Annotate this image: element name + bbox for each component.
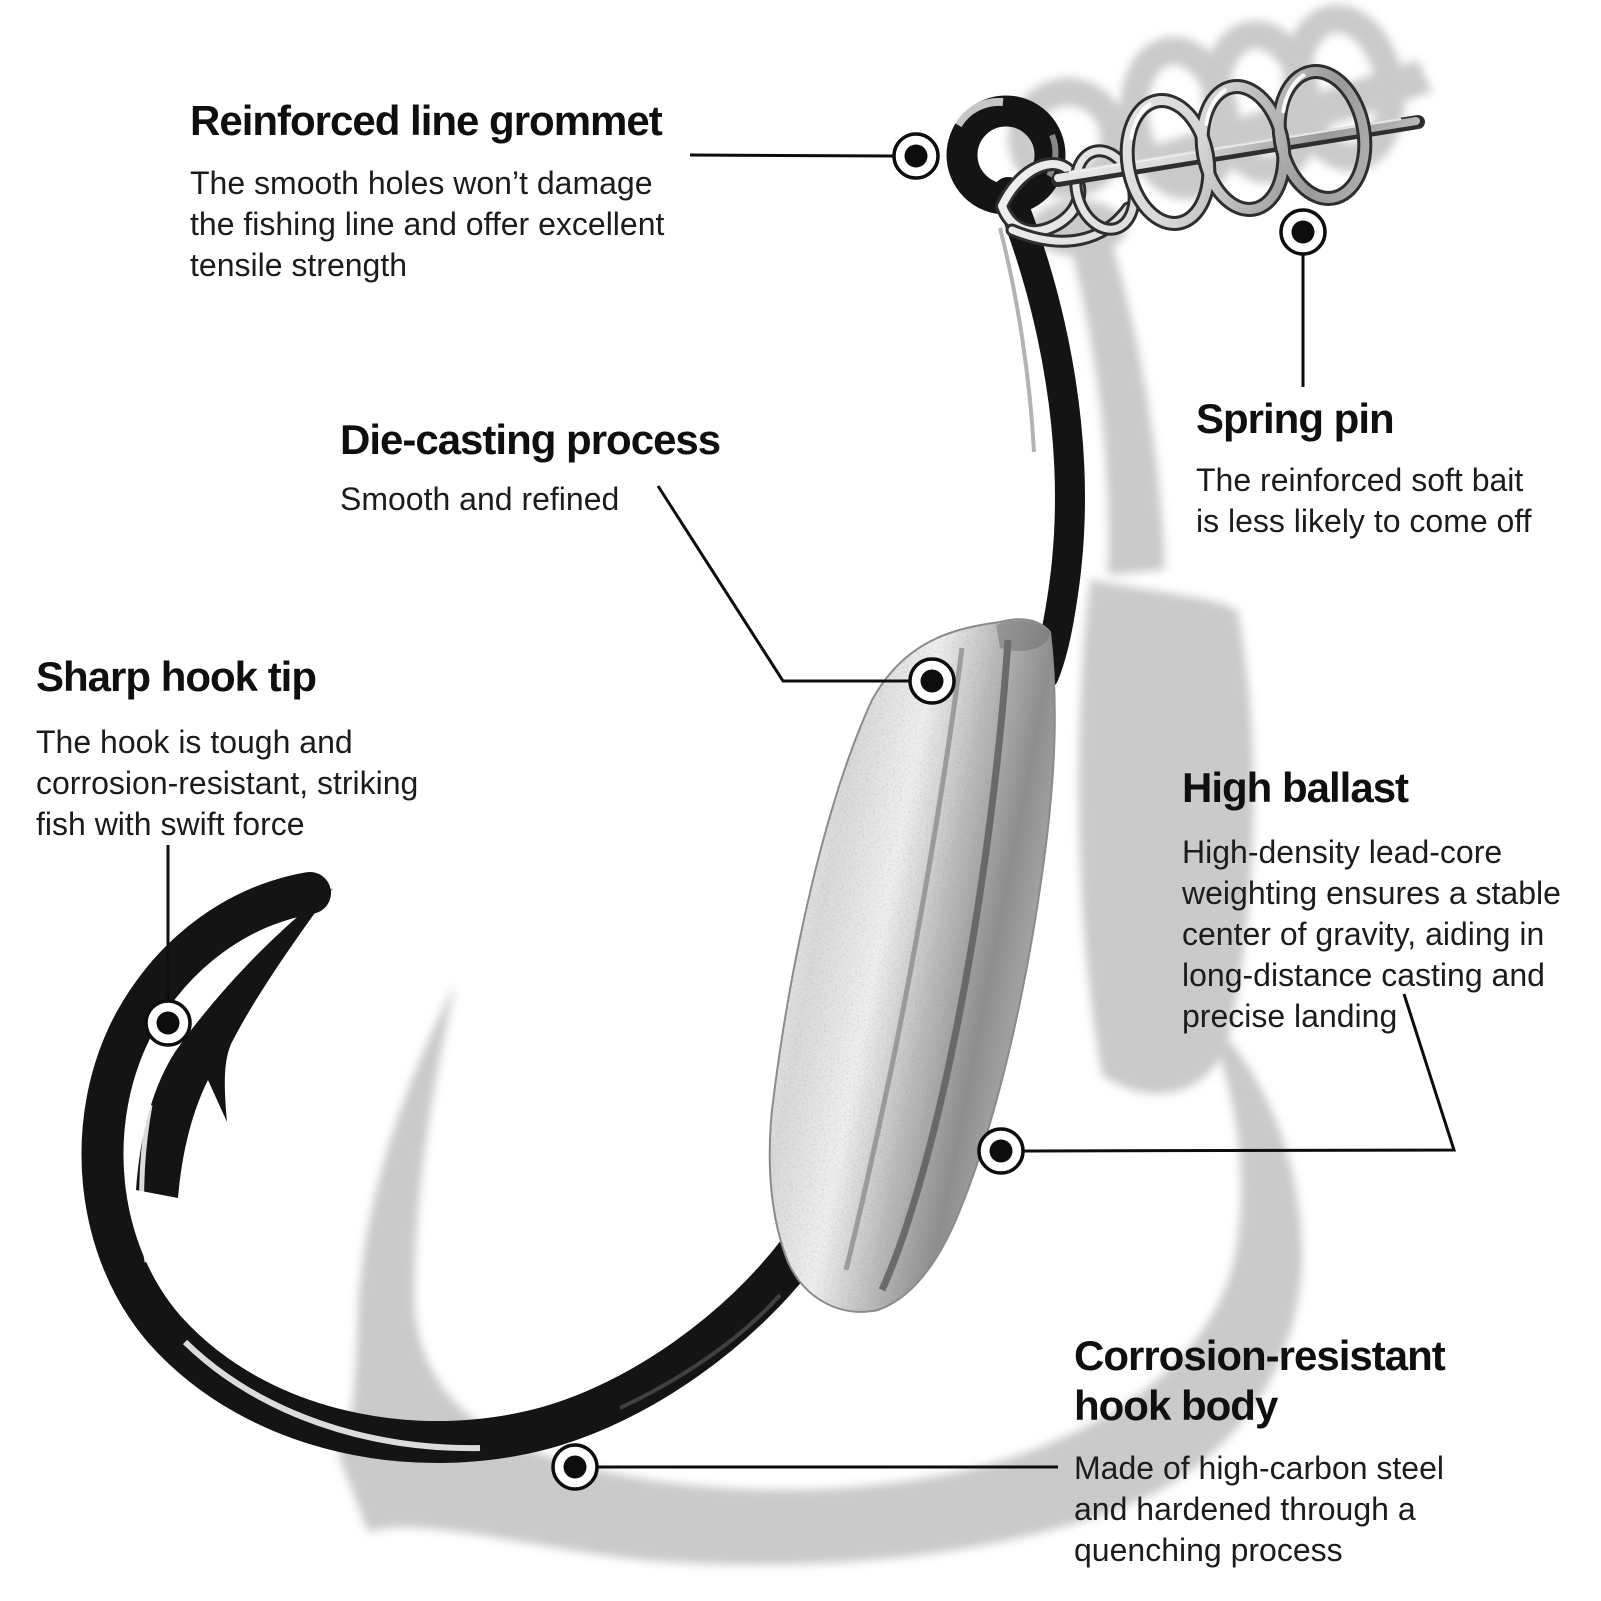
eye-highlight xyxy=(954,97,1004,128)
callout-dot-spring-pin xyxy=(1279,208,1327,256)
weight-ridge xyxy=(843,647,965,1271)
hook-shank xyxy=(993,177,1085,690)
callout-description: The reinforced soft bait is less likely … xyxy=(1196,462,1532,539)
callout-dot-die-casting xyxy=(908,657,956,705)
callout-dots xyxy=(144,132,1327,1491)
callout-die-casting-process: Die-casting process Smooth and refined xyxy=(340,415,721,520)
callout-line-high-ballast xyxy=(1023,993,1457,1153)
bend-glint-left xyxy=(139,1104,153,1263)
callout-description: The hook is tough and corrosion-resistan… xyxy=(36,724,419,842)
callout-sharp-hook-tip: Sharp hook tip The hook is tough and cor… xyxy=(36,652,418,845)
hook-bend xyxy=(81,872,821,1463)
callout-description: High-density lead-core weighting ensures… xyxy=(1182,834,1561,1034)
callout-title: High ballast xyxy=(1182,764,1409,811)
callout-dot-high-ballast xyxy=(977,1127,1025,1175)
lead-weight xyxy=(768,618,1056,1313)
corkscrew-coils xyxy=(1119,64,1373,231)
callout-description: Made of high-carbon steel and hardened t… xyxy=(1074,1450,1444,1568)
callout-title: Sharp hook tip xyxy=(36,653,317,700)
callout-reinforced-line-grommet: Reinforced line grommet The smooth holes… xyxy=(190,96,664,286)
callout-title: Die-casting process xyxy=(340,416,721,463)
hook-point xyxy=(136,888,333,1198)
callout-title: Corrosion-resistant hook body xyxy=(1074,1332,1446,1429)
callout-line-grommet xyxy=(689,153,894,158)
hook-shadow xyxy=(338,4,1432,1565)
callout-high-ballast: High ballast High-density lead-core weig… xyxy=(1182,763,1561,1037)
eye-highlight-2 xyxy=(1046,133,1059,178)
callout-title: Reinforced line grommet xyxy=(190,97,663,144)
callout-description: The smooth holes won’t damage the fishin… xyxy=(190,165,665,283)
callout-dot-hook-body xyxy=(551,1443,599,1491)
callout-dot-hook-tip xyxy=(144,999,192,1047)
callout-corrosion-resistant-hook-body: Corrosion-resistant hook body Made of hi… xyxy=(1074,1331,1446,1571)
bend-glint-bottom xyxy=(182,1339,481,1452)
bend-glint-right xyxy=(619,1293,782,1410)
spring-pin-clip xyxy=(995,64,1425,248)
callout-spring-pin: Spring pin The reinforced soft bait is l… xyxy=(1196,394,1532,542)
shank-highlight xyxy=(998,227,1036,453)
weight-top-cap xyxy=(996,620,1050,652)
callout-line-die-casting xyxy=(656,485,909,683)
callout-dot-grommet xyxy=(892,132,940,180)
callout-title: Spring pin xyxy=(1196,395,1395,442)
callout-description: Smooth and refined xyxy=(340,481,620,517)
weight-seam xyxy=(878,639,1012,1292)
